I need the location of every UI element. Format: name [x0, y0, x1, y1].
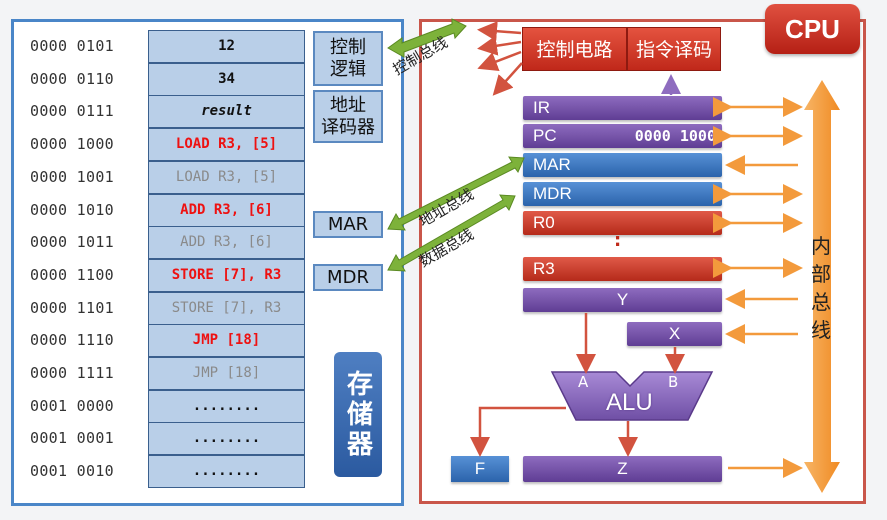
memory-address: 0001 0010 [30, 462, 114, 481]
alu-input-a: A [578, 373, 589, 391]
memory-cell: LOAD R3, [5] [148, 128, 305, 162]
control-signal-arrows [477, 21, 523, 96]
memory-address: 0000 0110 [30, 69, 114, 88]
register-mdr: MDR [523, 182, 722, 206]
memory-address: 0000 1011 [30, 233, 114, 252]
memory-cell: LOAD R3, [5] [148, 160, 305, 194]
register-r3: R3 [523, 257, 722, 281]
register-x: X [627, 322, 722, 346]
alu-arrows [470, 313, 685, 457]
memory-address: 0000 0111 [30, 102, 114, 121]
address-decoder-box: 地址 译码器 [313, 90, 383, 143]
memory-cell: 34 [148, 62, 305, 96]
register-mdr-label: MDR [533, 184, 572, 203]
memory-cell: STORE [7], R3 [148, 258, 305, 292]
memory-cell: ........ [148, 422, 305, 456]
register-pc-label: PC [533, 126, 557, 145]
internal-bus [804, 80, 840, 493]
memory-address: 0000 1101 [30, 298, 114, 317]
memory-cell: ........ [148, 455, 305, 489]
memory-mdr-box: MDR [313, 264, 383, 291]
address-bus-arrow [387, 156, 525, 231]
memory-cell: result [148, 95, 305, 129]
register-pc: PC 0000 1000 [523, 124, 722, 148]
alu-label: ALU [606, 389, 653, 416]
memory-cell: 12 [148, 30, 305, 63]
register-mar-label: MAR [533, 155, 571, 174]
memory-address: 0001 0001 [30, 429, 114, 448]
memory-cell: JMP [18] [148, 357, 305, 390]
register-r3-label: R3 [533, 259, 555, 278]
control-circuit-box: 控制电路 [522, 27, 627, 71]
memory-address: 0000 1001 [30, 167, 114, 186]
internal-bus-label: 内部总线 [811, 234, 831, 342]
memory-address: 0000 1110 [30, 331, 114, 350]
memory-cell: ADD R3, [6] [148, 193, 305, 227]
memory-cell: STORE [7], R3 [148, 291, 305, 325]
memory-cell: JMP [18] [148, 324, 305, 358]
register-r0-label: R0 [533, 213, 555, 232]
cpu-title: CPU [765, 4, 860, 54]
instruction-decode-box: 指令译码 [627, 27, 721, 71]
register-z-label: Z [617, 459, 628, 478]
memory-mar-box: MAR [313, 211, 383, 238]
register-f: F [451, 456, 509, 482]
register-y: Y [523, 288, 722, 312]
register-y-label: Y [616, 290, 629, 309]
alu-input-b: B [668, 373, 679, 391]
register-ellipsis: : [614, 230, 622, 251]
memory-address: 0000 1010 [30, 200, 114, 219]
memory-address: 0000 1100 [30, 265, 114, 284]
register-z: Z [523, 456, 722, 482]
memory-address: 0000 1000 [30, 135, 114, 154]
memory-cell: ........ [148, 389, 305, 423]
register-mar: MAR [523, 153, 722, 177]
memory-address: 0001 0000 [30, 396, 114, 415]
memory-address: 0000 0101 [30, 37, 114, 55]
memory-address: 0000 1111 [30, 364, 114, 382]
data-bus-arrow [387, 194, 516, 272]
register-ir: IR [523, 96, 722, 120]
memory-cell: ADD R3, [6] [148, 226, 305, 260]
register-r0: R0 [523, 211, 722, 235]
bus-connection-arrows [713, 97, 803, 478]
control-bus-arrow [387, 18, 467, 58]
register-x-label: X [668, 324, 681, 343]
register-ir-label: IR [533, 98, 550, 117]
storage-label: 存储器 [334, 352, 382, 477]
control-logic-box: 控制 逻辑 [313, 31, 383, 86]
register-pc-value: 0000 1000 [634, 127, 716, 145]
